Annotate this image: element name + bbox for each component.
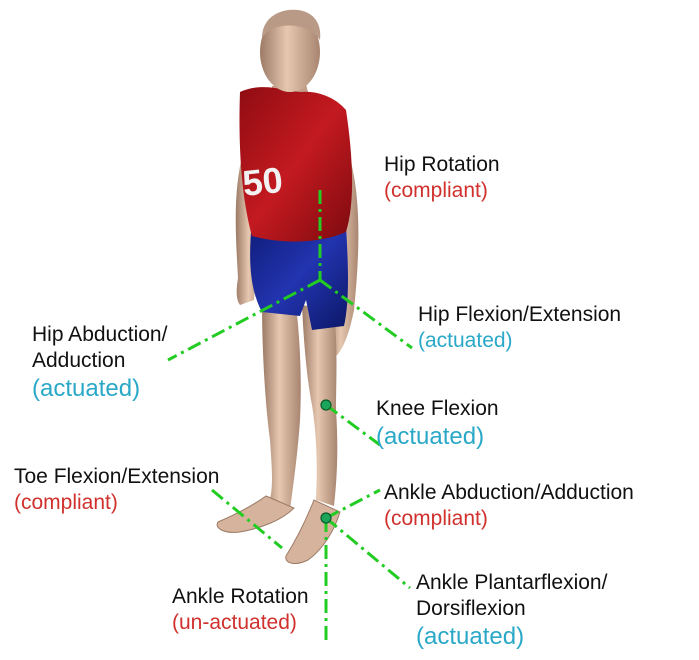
ankle-plantarflexion-label: Ankle Plantarflexion/ Dorsiflexion (actu… (416, 570, 607, 652)
figure-body (217, 10, 358, 564)
ankle-plantarflexion-name-line1: Ankle Plantarflexion/ (416, 570, 607, 596)
hip-flexion-label: Hip Flexion/Extension (actuated) (418, 302, 621, 354)
hip-rotation-name: Hip Rotation (384, 152, 500, 178)
ankle-rotation-name: Ankle Rotation (172, 584, 309, 610)
ankle-plantarflexion-type: (actuated) (416, 622, 607, 652)
knee-flexion-name: Knee Flexion (376, 396, 499, 422)
ankle-plantarflexion-name-line2: Dorsiflexion (416, 596, 607, 622)
ankle-abduction-type: (compliant) (384, 506, 634, 532)
toe-flexion-name: Toe Flexion/Extension (14, 464, 219, 490)
right-leg (302, 305, 337, 506)
hip-flexion-type: (actuated) (418, 328, 621, 354)
ankle-rotation-type: (un-actuated) (172, 610, 309, 636)
knee-flexion-label: Knee Flexion (actuated) (376, 396, 499, 452)
knee-flexion-type: (actuated) (376, 422, 499, 452)
knee-joint-marker (321, 400, 331, 410)
hip-rotation-label: Hip Rotation (compliant) (384, 152, 500, 204)
right-foot (286, 500, 340, 563)
ankle-abduction-name: Ankle Abduction/Adduction (384, 480, 634, 506)
hip-rotation-type: (compliant) (384, 178, 500, 204)
left-leg (262, 300, 301, 510)
ankle-rotation-label: Ankle Rotation (un-actuated) (172, 584, 309, 636)
hip-abduction-type: (actuated) (32, 374, 167, 404)
hip-abduction-name-line2: Adduction (32, 348, 167, 374)
toe-flexion-type: (compliant) (14, 490, 219, 516)
ankle-joint-marker (321, 513, 331, 523)
toe-flexion-label: Toe Flexion/Extension (compliant) (14, 464, 219, 516)
hip-abduction-name-line1: Hip Abduction/ (32, 322, 167, 348)
hip-abduction-label: Hip Abduction/ Adduction (actuated) (32, 322, 167, 404)
ankle-abduction-label: Ankle Abduction/Adduction (compliant) (384, 480, 634, 532)
hip-flexion-name: Hip Flexion/Extension (418, 302, 621, 328)
shirt-number: 50 (241, 159, 285, 204)
